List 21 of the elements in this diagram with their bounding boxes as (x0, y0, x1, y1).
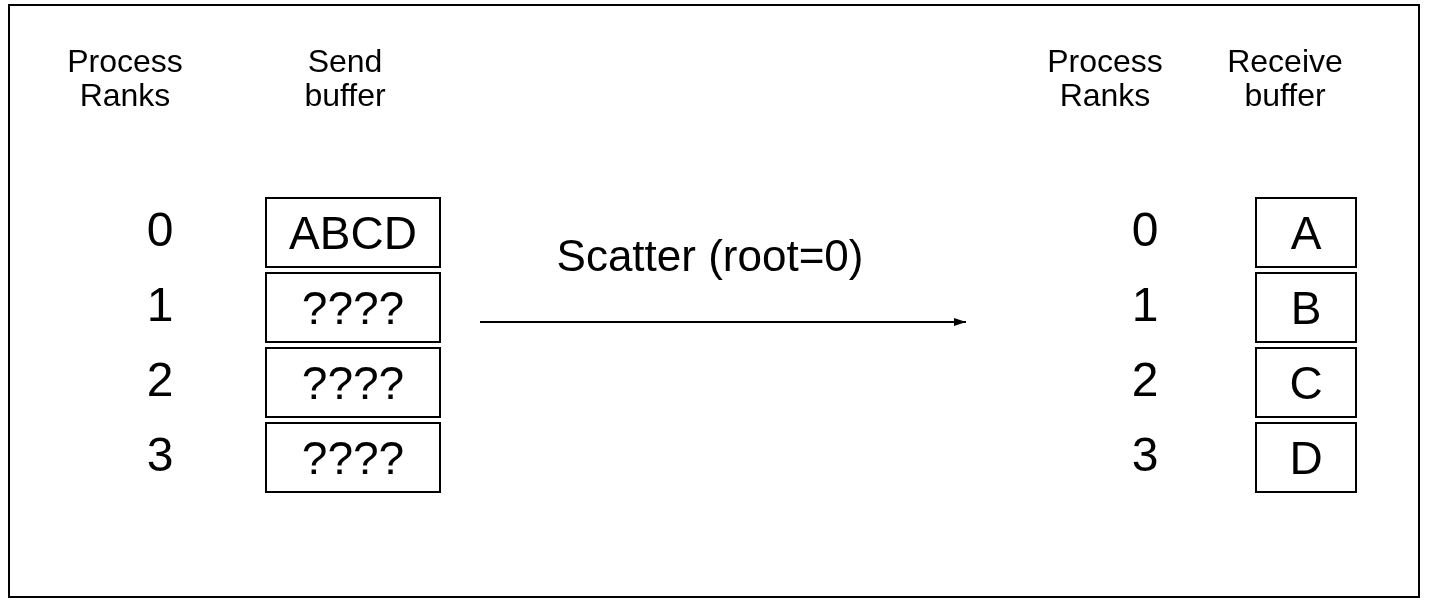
buffer-box: D (1255, 422, 1357, 493)
column-header: Process Ranks (1046, 45, 1164, 113)
buffer-box: B (1255, 272, 1357, 343)
buffer-box: ???? (265, 272, 441, 343)
column-header: Send buffer (303, 45, 387, 113)
rank-number: 3 (1130, 430, 1160, 481)
rank-number: 3 (145, 430, 175, 481)
column-header: Process Ranks (66, 45, 184, 113)
rank-number: 2 (1130, 355, 1160, 406)
rank-number: 1 (145, 280, 175, 331)
buffer-box: ???? (265, 347, 441, 418)
column-header: Receive buffer (1226, 45, 1344, 113)
buffer-box: C (1255, 347, 1357, 418)
rank-number: 0 (1130, 205, 1160, 256)
rank-number: 2 (145, 355, 175, 406)
buffer-box: A (1255, 197, 1357, 268)
rank-number: 1 (1130, 280, 1160, 331)
rank-number: 0 (145, 205, 175, 256)
arrow-label: Scatter (root=0) (555, 233, 865, 280)
buffer-box: ???? (265, 422, 441, 493)
buffer-box: ABCD (265, 197, 441, 268)
